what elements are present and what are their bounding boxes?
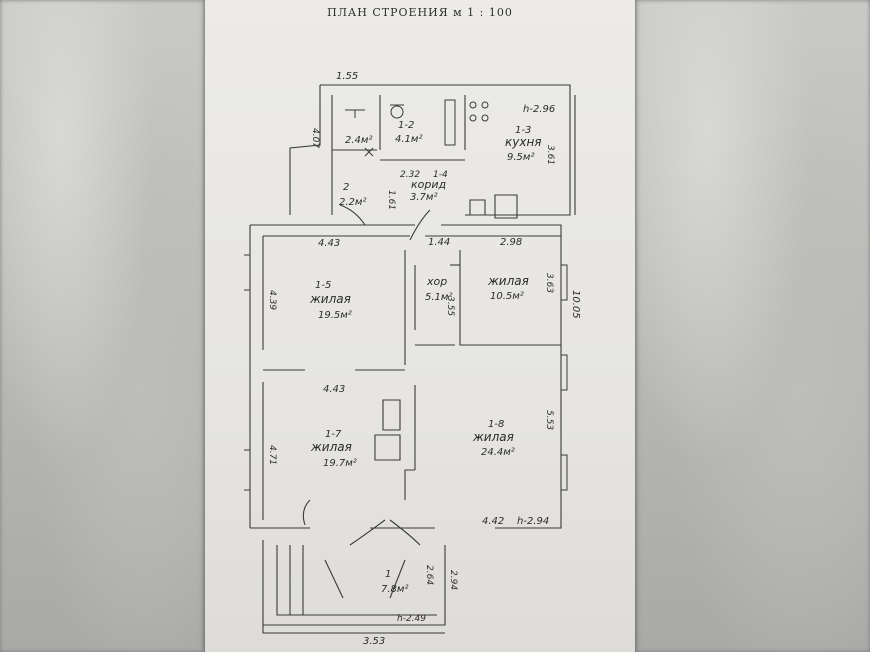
room-1-7-name: жилая xyxy=(310,440,352,454)
room-1-4-id: 1-4 xyxy=(433,170,448,180)
room-1-2-area: 4.1м² xyxy=(395,134,422,145)
porch-height: h-2.49 xyxy=(397,614,426,624)
room-1-8-id: 1-8 xyxy=(488,419,504,430)
dim-room17-width: 4.43 xyxy=(323,384,345,395)
dim-kitchen-depth: 3.61 xyxy=(545,145,555,165)
dim-room15-width: 4.43 xyxy=(318,238,340,249)
dim-cor-depth: 3.55 xyxy=(445,296,455,316)
room-2-id: 2 xyxy=(343,182,349,193)
room-wc-area: 2.4м² xyxy=(345,135,372,146)
room-right-name: жилая xyxy=(487,274,529,288)
room-1-7-id: 1-7 xyxy=(325,429,342,440)
dim-room18-depth: 5.53 xyxy=(544,410,554,430)
floor-plan-drawing: 1-2 4.1м² h-2.96 1-3 кухня 9.5м² 2.4м² 2… xyxy=(244,71,581,647)
dim-hall-width: 1.61 xyxy=(386,190,396,210)
room-1-3-id: 1-3 xyxy=(515,125,531,136)
hall-name: хор xyxy=(426,275,447,288)
dim-room18-width: 4.42 xyxy=(482,516,504,527)
room-1-5-name: жилая xyxy=(309,292,351,306)
dim-left-small: 4.07 xyxy=(310,128,320,148)
dim-porch-depth-a: 2.64 xyxy=(424,565,434,585)
room-1-8-name: жилая xyxy=(472,430,514,444)
dim-room15-height: 4.39 xyxy=(267,290,277,310)
plan-title: ПЛАН СТРОЕНИЯ м 1 : 100 xyxy=(327,6,513,19)
room-1-7-area: 19.7м² xyxy=(323,458,357,469)
room-1-2-id: 1-2 xyxy=(398,120,414,131)
room-1-4-name: корид xyxy=(411,178,446,191)
dim-top-width: 1.55 xyxy=(336,71,358,82)
dim-room17-height: 4.71 xyxy=(267,445,277,465)
blurred-background-left xyxy=(0,0,205,652)
room-1-3-area: 9.5м² xyxy=(507,152,534,163)
room-1-3-name: кухня xyxy=(505,135,542,149)
porch-area: 7.8м² xyxy=(381,584,408,595)
corridor-height: 2.32 xyxy=(400,170,420,180)
floor-plan-sheet: ПЛАН СТРОЕНИЯ м 1 : 100 xyxy=(205,0,635,652)
room-1-5-area: 19.5м² xyxy=(318,310,352,321)
room-1-5-id: 1-5 xyxy=(315,280,331,291)
main-height: h-2.94 xyxy=(517,516,549,527)
dim-room-right-depth: 3.63 xyxy=(544,273,554,293)
dim-porch-depth-b: 2.94 xyxy=(448,570,458,590)
blurred-background-right xyxy=(635,0,870,652)
hall-area: 5.1м² xyxy=(425,292,452,303)
room-2-area: 2.2м² xyxy=(339,197,366,208)
porch-id: 1 xyxy=(385,569,391,580)
dim-room-right-width: 2.98 xyxy=(500,237,522,248)
room-right-area: 10.5м² xyxy=(490,291,524,302)
dim-hall-cor: 1.44 xyxy=(428,237,450,248)
dim-porch-width: 3.53 xyxy=(363,636,385,647)
room-1-4-area: 3.7м² xyxy=(410,192,437,203)
dim-total-depth: 10.05 xyxy=(570,290,581,319)
room-1-8-area: 24.4м² xyxy=(481,447,515,458)
kitchen-height: h-2.96 xyxy=(523,104,555,115)
